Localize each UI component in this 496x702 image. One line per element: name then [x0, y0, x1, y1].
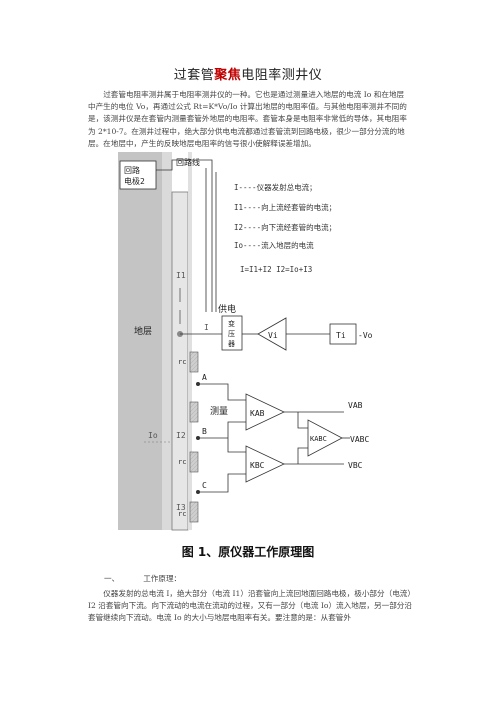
- svg-text:I3: I3: [176, 503, 186, 512]
- svg-text:rc: rc: [178, 510, 186, 518]
- svg-text:Vi: Vi: [268, 331, 278, 340]
- ti-block: [329, 323, 357, 345]
- svg-text:I: I: [204, 323, 209, 332]
- svg-text:VABC: VABC: [350, 435, 369, 444]
- svg-text:rc: rc: [178, 358, 186, 366]
- formation-area: [118, 152, 162, 530]
- svg-text:变: 变: [228, 319, 235, 328]
- svg-text:VBC: VBC: [348, 461, 363, 470]
- svg-text:压: 压: [228, 330, 235, 338]
- svg-text:KAB: KAB: [250, 409, 265, 418]
- svg-text:I1: I1: [176, 271, 186, 280]
- svg-text:电极2: 电极2: [124, 176, 145, 186]
- svg-text:KABC: KABC: [310, 435, 327, 443]
- body-paragraph: 仪器发射的总电流 I，绝大部分（电流 I1）沿套管向上流回地面回路电极，极小部分…: [88, 589, 412, 623]
- svg-text:器: 器: [228, 340, 235, 348]
- kabc-amplifier: [307, 419, 343, 457]
- return-electrode-box: [119, 160, 157, 190]
- legend-line-1: I----仪器发射总电流；: [234, 182, 317, 192]
- figure-caption: 图 1、原仪器工作原理图: [181, 545, 315, 559]
- return-line-label: 回路线: [176, 157, 200, 167]
- svg-text:回路: 回路: [124, 165, 140, 175]
- svg-text:I2: I2: [176, 431, 186, 440]
- transformer-box: [221, 315, 243, 351]
- svg-text:C: C: [202, 481, 207, 490]
- tool-principle-diagram: 回路 电极2 回路线 I----仪器发射总电流； I1----向上流经套管的电流…: [118, 152, 373, 531]
- legend-line-4: Io----流入地层的电流: [234, 240, 314, 250]
- svg-text:Ti: Ti: [336, 331, 346, 340]
- title-highlight: 聚焦: [214, 68, 242, 83]
- svg-text:A: A: [202, 373, 207, 382]
- section-heading: 一、工作原理：: [104, 574, 182, 583]
- kab-amplifier: [245, 393, 285, 431]
- svg-text:B: B: [202, 427, 207, 436]
- svg-text:Io: Io: [148, 431, 158, 440]
- page-title: 过套管聚焦电阻率测井仪: [173, 68, 323, 83]
- svg-text:KBC: KBC: [250, 461, 265, 470]
- equation: I=I1+I2 I2=Io+I3: [240, 265, 312, 274]
- supply-label: 供电: [218, 303, 236, 315]
- svg-text:VAB: VAB: [348, 401, 363, 410]
- kbc-amplifier: [245, 445, 285, 483]
- intro-paragraph: 过套管电阻率测井属于电阻率测井仪的一种。它也是通过测量进入地层的电流 Io 和在…: [88, 90, 407, 148]
- formation-label: 地层: [134, 325, 152, 337]
- legend-line-2: I1----向上流经套管的电流；: [234, 202, 336, 212]
- svg-text:rc: rc: [178, 458, 186, 466]
- measure-label: 测量: [210, 406, 228, 417]
- legend-line-3: I2----向下流经套管的电流；: [234, 222, 336, 232]
- svg-text:-Vo: -Vo: [358, 331, 373, 340]
